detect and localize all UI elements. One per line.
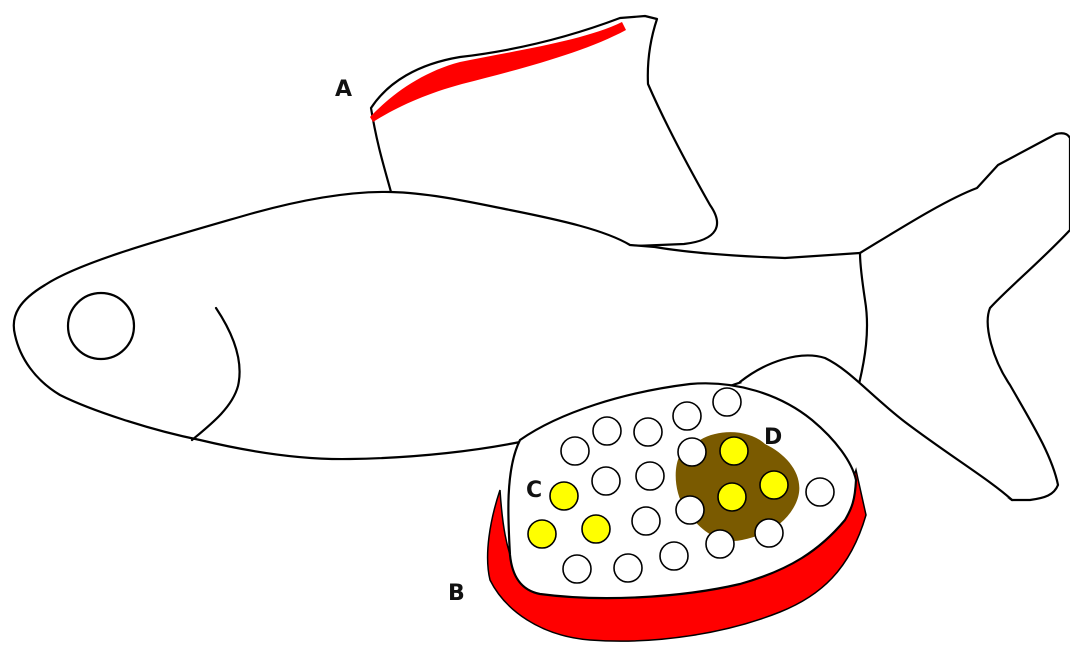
white-egg bbox=[678, 438, 706, 466]
yellow-egg bbox=[528, 520, 556, 548]
yellow-egg bbox=[718, 483, 746, 511]
white-egg bbox=[636, 462, 664, 490]
white-egg bbox=[676, 496, 704, 524]
white-egg bbox=[660, 542, 688, 570]
label-a: A bbox=[335, 77, 352, 102]
white-egg bbox=[593, 417, 621, 445]
label-b: B bbox=[448, 581, 465, 606]
yellow-egg bbox=[550, 482, 578, 510]
white-egg bbox=[561, 437, 589, 465]
white-egg bbox=[563, 555, 591, 583]
white-egg bbox=[634, 418, 662, 446]
white-egg bbox=[713, 388, 741, 416]
yellow-egg bbox=[582, 515, 610, 543]
eye bbox=[68, 293, 134, 359]
white-egg bbox=[755, 519, 783, 547]
white-egg bbox=[673, 402, 701, 430]
white-egg bbox=[706, 530, 734, 558]
white-egg bbox=[806, 478, 834, 506]
label-d: D bbox=[764, 425, 782, 450]
yellow-egg bbox=[760, 471, 788, 499]
white-egg bbox=[614, 554, 642, 582]
white-egg bbox=[592, 467, 620, 495]
white-egg bbox=[632, 507, 660, 535]
yellow-egg bbox=[720, 437, 748, 465]
label-c: C bbox=[526, 478, 542, 503]
